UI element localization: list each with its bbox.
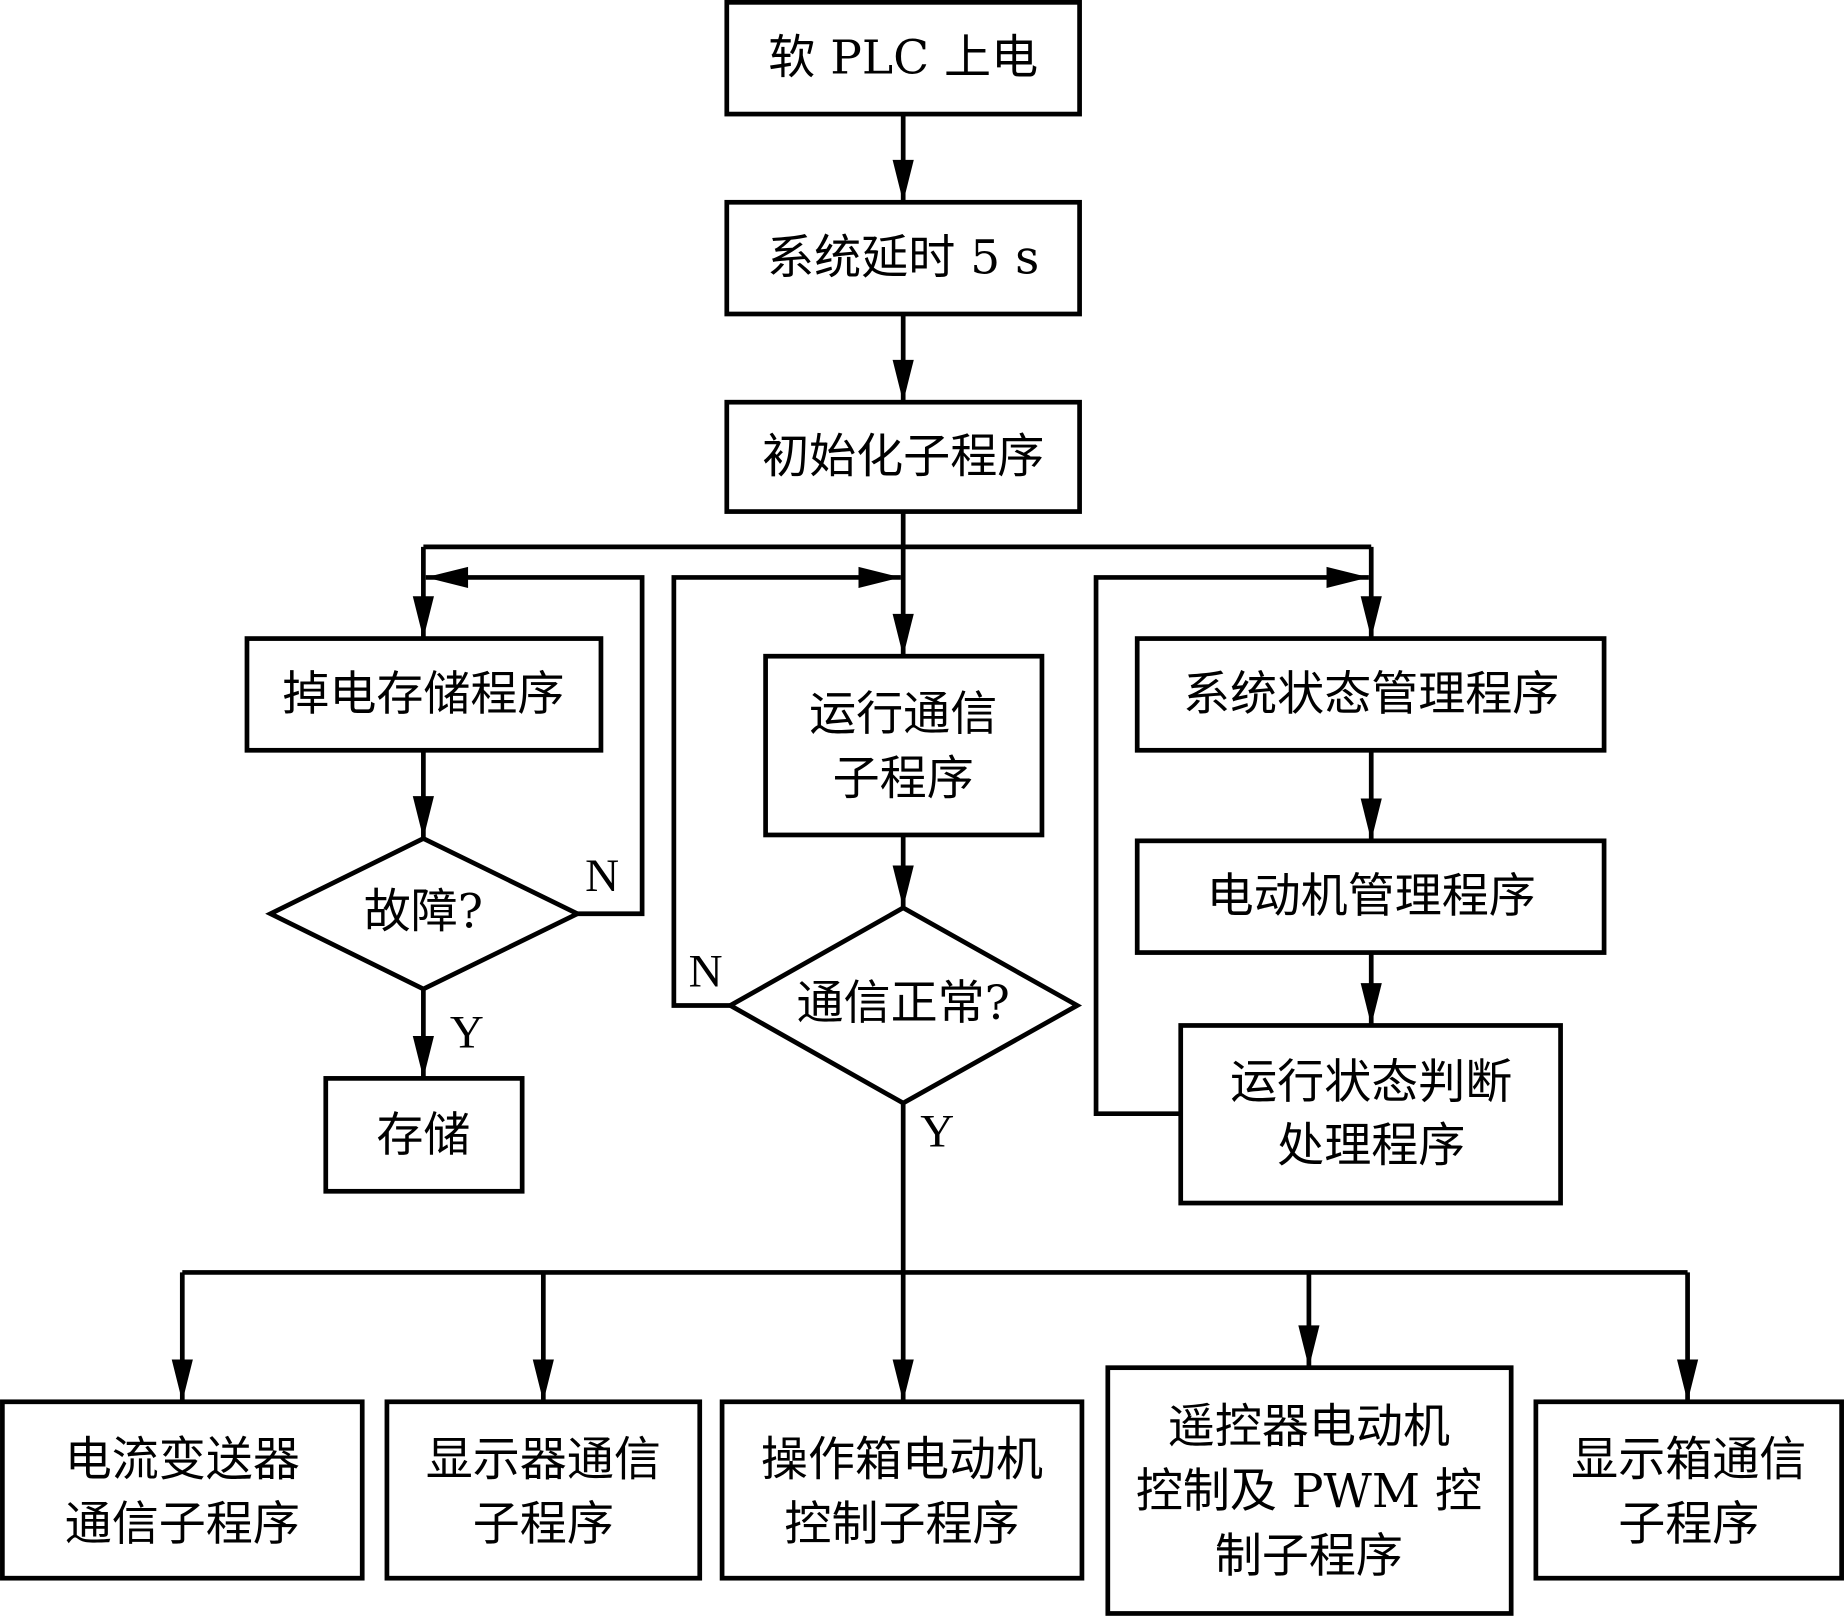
- svg-text:系统状态管理程序: 系统状态管理程序: [1183, 666, 1559, 721]
- svg-text:控制及 PWM 控: 控制及 PWM 控: [1136, 1464, 1482, 1519]
- node-power-on-label: 软 PLC 上电: [768, 30, 1038, 85]
- node-run-state: [1178, 1023, 1563, 1206]
- arrowhead: [532, 1359, 554, 1402]
- arrowhead: [892, 613, 914, 657]
- arrowhead: [1676, 1359, 1699, 1402]
- node-fault-check: [265, 835, 583, 992]
- node-dispbox-comm-label-1: 显示箱通信: [1571, 1432, 1806, 1487]
- svg-text:故障?: 故障?: [364, 884, 483, 939]
- arrowhead: [1360, 798, 1382, 841]
- node-opbox-motor: [719, 1399, 1085, 1581]
- node-remote-pwm-label-3: 制子程序: [1215, 1528, 1403, 1583]
- svg-text:系统延时 5 s: 系统延时 5 s: [767, 230, 1039, 285]
- arrowhead: [892, 159, 914, 203]
- arrowhead: [892, 1359, 914, 1402]
- node-run-comm-label-1: 运行通信: [809, 686, 997, 741]
- arrowhead: [1298, 1325, 1320, 1368]
- node-current-tx-label-1: 电流变送器: [65, 1432, 300, 1487]
- node-power-loss-store-label: 掉电存储程序: [282, 666, 564, 721]
- node-opbox-motor-label-1: 操作箱电动机: [761, 1432, 1043, 1487]
- node-delay-label: 系统延时 5 s: [767, 230, 1039, 285]
- svg-text:操作箱电动机: 操作箱电动机: [761, 1432, 1043, 1487]
- arrowhead: [171, 1359, 193, 1402]
- svg-text:运行通信: 运行通信: [809, 686, 997, 741]
- node-init-label: 初始化子程序: [762, 429, 1044, 484]
- svg-text:制子程序: 制子程序: [1215, 1528, 1403, 1583]
- node-remote-pwm-label-2: 控制及 PWM 控: [1136, 1464, 1482, 1519]
- node-display-comm: [384, 1399, 703, 1581]
- node-motor-mgmt: [1134, 838, 1607, 955]
- node-dispbox-comm: [1533, 1399, 1844, 1581]
- node-remote-pwm: [1105, 1365, 1514, 1616]
- edge-label-comm-no: N: [689, 945, 723, 997]
- connectors: [171, 114, 1699, 1402]
- svg-text:初始化子程序: 初始化子程序: [762, 429, 1044, 484]
- svg-text:显示器通信: 显示器通信: [426, 1432, 661, 1487]
- svg-text:存储: 存储: [376, 1107, 470, 1162]
- svg-text:掉电存储程序: 掉电存储程序: [282, 666, 564, 721]
- edge-label-fault-yes: Y: [450, 1007, 484, 1059]
- arrowhead: [412, 1036, 434, 1079]
- arrowhead: [892, 359, 914, 403]
- arrowhead: [425, 566, 469, 588]
- arrowhead: [892, 865, 914, 908]
- node-opbox-motor-label-2: 控制子程序: [784, 1497, 1019, 1552]
- node-store-label: 存储: [376, 1107, 470, 1162]
- node-delay: [724, 199, 1082, 317]
- svg-text:子程序: 子程序: [833, 751, 974, 806]
- svg-text:通信正常?: 通信正常?: [797, 976, 1010, 1031]
- arrowhead: [1326, 566, 1369, 588]
- node-current-tx: [0, 1399, 365, 1581]
- edge-label-comm-yes: Y: [920, 1105, 954, 1157]
- node-current-tx-label-2: 通信子程序: [65, 1497, 300, 1552]
- arrow-comm-no-loop: [671, 575, 901, 1008]
- node-display-comm-label-1: 显示器通信: [426, 1432, 661, 1487]
- svg-text:子程序: 子程序: [1618, 1497, 1759, 1552]
- node-sys-state-label: 系统状态管理程序: [1183, 666, 1559, 721]
- svg-text:Y: Y: [920, 1105, 954, 1157]
- svg-text:控制子程序: 控制子程序: [784, 1497, 1019, 1552]
- svg-text:N: N: [689, 945, 723, 997]
- node-comm-ok-label: 通信正常?: [797, 976, 1010, 1031]
- edge-label-fault-no: N: [585, 850, 619, 902]
- arrowhead: [412, 596, 434, 639]
- node-run-comm-label-2: 子程序: [833, 751, 974, 806]
- node-init: [724, 399, 1082, 514]
- node-run-comm: [763, 653, 1045, 838]
- node-comm-ok: [725, 905, 1083, 1106]
- node-motor-mgmt-label: 电动机管理程序: [1207, 869, 1536, 924]
- node-sys-state: [1134, 636, 1607, 753]
- node-display-comm-label-2: 子程序: [473, 1497, 614, 1552]
- arrowhead: [858, 566, 901, 588]
- svg-text:运行状态判断: 运行状态判断: [1230, 1054, 1512, 1109]
- node-store: [323, 1076, 525, 1194]
- svg-text:电流变送器: 电流变送器: [65, 1432, 300, 1487]
- node-power-loss-store: [244, 636, 604, 753]
- node-run-state-label-2: 处理程序: [1277, 1118, 1465, 1173]
- arrowhead: [412, 796, 434, 839]
- node-run-state-label-1: 运行状态判断: [1230, 1054, 1512, 1109]
- node-power-on: [724, 0, 1082, 117]
- svg-text:N: N: [585, 850, 619, 902]
- arrow-run-state-loop: [1093, 575, 1369, 1117]
- arrowhead: [1360, 596, 1382, 639]
- svg-text:处理程序: 处理程序: [1277, 1118, 1465, 1173]
- arrow-fault-no-loop: [425, 575, 645, 917]
- svg-text:Y: Y: [450, 1007, 484, 1059]
- svg-text:电动机管理程序: 电动机管理程序: [1207, 869, 1536, 924]
- node-fault-check-label: 故障?: [364, 884, 483, 939]
- svg-text:子程序: 子程序: [473, 1497, 614, 1552]
- svg-text:遥控器电动机: 遥控器电动机: [1168, 1399, 1450, 1454]
- svg-text:软 PLC 上电: 软 PLC 上电: [768, 30, 1038, 85]
- node-dispbox-comm-label-2: 子程序: [1618, 1497, 1759, 1552]
- arrowhead: [1360, 983, 1382, 1026]
- node-remote-pwm-label-1: 遥控器电动机: [1168, 1399, 1450, 1454]
- svg-text:通信子程序: 通信子程序: [65, 1497, 300, 1552]
- svg-text:显示箱通信: 显示箱通信: [1571, 1432, 1806, 1487]
